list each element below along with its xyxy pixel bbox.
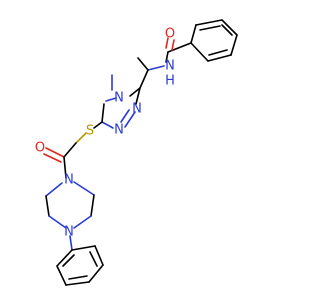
bond bbox=[48, 215, 67, 229]
nitrogen-piperazine2-label: N bbox=[64, 225, 74, 240]
bond bbox=[147, 65, 165, 71]
bond bbox=[73, 215, 92, 229]
nitrogen-ring4-label: N bbox=[114, 91, 124, 106]
bond bbox=[56, 265, 67, 286]
bond bbox=[207, 54, 232, 62]
bond bbox=[45, 195, 50, 217]
bond bbox=[93, 121, 103, 129]
bond bbox=[120, 109, 130, 123]
bond bbox=[190, 24, 197, 44]
bond bbox=[221, 19, 238, 36]
bond bbox=[56, 249, 73, 267]
bond bbox=[71, 245, 96, 251]
bond bbox=[165, 37, 169, 49]
bond bbox=[129, 87, 141, 97]
oxygen-ketone-label: O bbox=[35, 141, 45, 156]
bond bbox=[190, 42, 209, 62]
molecule-canvas: O N H N N N S O N N bbox=[35, 19, 238, 286]
bond bbox=[68, 275, 88, 280]
bond bbox=[165, 51, 169, 63]
triazole-ring bbox=[101, 74, 141, 129]
nitrogen-ring2-label: N bbox=[132, 102, 142, 117]
benzoyl-ring bbox=[190, 19, 238, 62]
bond bbox=[101, 121, 114, 129]
sulfur-label: S bbox=[86, 124, 94, 139]
phenyl-ring bbox=[56, 235, 104, 286]
structure-diagram: O N H N N N S O N N bbox=[35, 19, 238, 286]
bond bbox=[195, 19, 223, 26]
bond bbox=[221, 24, 233, 36]
bond bbox=[230, 34, 238, 56]
bond bbox=[137, 57, 149, 71]
bond bbox=[171, 39, 175, 51]
bond bbox=[75, 132, 87, 144]
bond bbox=[89, 251, 98, 267]
oxygen-amide-label: O bbox=[165, 27, 175, 42]
bond bbox=[94, 245, 104, 266]
bond bbox=[43, 153, 62, 163]
bond bbox=[63, 142, 77, 158]
hydrogen-amide-label: H bbox=[165, 74, 175, 89]
bond bbox=[105, 97, 117, 102]
bond bbox=[101, 103, 105, 123]
bond bbox=[208, 49, 228, 56]
bond bbox=[124, 111, 136, 128]
bond bbox=[88, 264, 104, 283]
bond bbox=[135, 87, 141, 105]
bond bbox=[90, 194, 95, 217]
bond bbox=[62, 254, 75, 267]
bond bbox=[63, 156, 67, 179]
bond bbox=[139, 69, 149, 89]
nitrogen-piperazine1-label: N bbox=[64, 173, 74, 188]
bond bbox=[65, 281, 90, 286]
bond bbox=[69, 235, 73, 251]
nitrogen-amide-label: N bbox=[165, 59, 175, 74]
nitrogen-ring1-label: N bbox=[114, 123, 124, 138]
bond bbox=[73, 181, 95, 196]
bond bbox=[199, 25, 221, 31]
bond bbox=[45, 182, 63, 197]
piperazine-ring bbox=[45, 181, 95, 229]
bond bbox=[167, 42, 192, 53]
bond bbox=[45, 147, 65, 158]
